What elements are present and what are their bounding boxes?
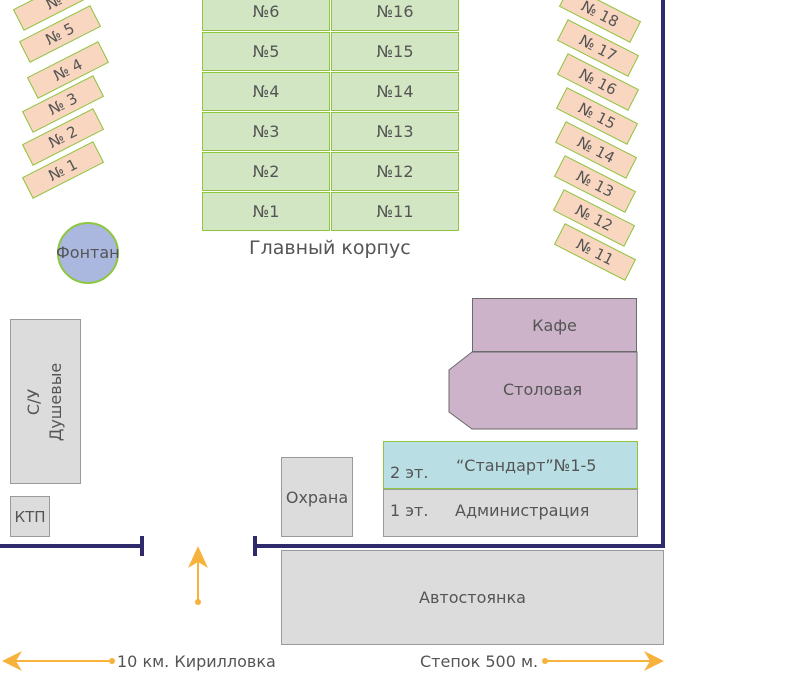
road-right-label: Степок 500 м. — [420, 652, 539, 671]
guard-post[interactable]: Охрана — [281, 457, 353, 537]
room-cell[interactable]: №3 — [202, 112, 330, 151]
cafe[interactable]: Кафе — [472, 298, 637, 352]
floor-2-label: 2 эт. — [390, 463, 429, 482]
admin-label: Администрация — [455, 501, 590, 520]
standard-floor[interactable]: 2 эт. “Стандарт”№1-5 — [383, 441, 638, 489]
room-cell[interactable]: №2 — [202, 152, 330, 191]
room-cell[interactable]: №11 — [331, 192, 459, 231]
wc-showers[interactable]: С/У Душевые — [10, 319, 81, 484]
room-cell[interactable]: №12 — [331, 152, 459, 191]
road-left-label: 10 км. Кирилловка — [117, 652, 276, 671]
main-building-caption: Главный корпус — [249, 237, 411, 259]
room-cell[interactable]: №6 — [202, 0, 330, 31]
dining-hall[interactable]: Столовая — [503, 380, 583, 399]
room-cell[interactable]: №1 — [202, 192, 330, 231]
room-cell[interactable]: №5 — [202, 32, 330, 71]
administration[interactable]: 1 эт. Администрация — [383, 489, 638, 537]
fountain-label[interactable]: Фонтан — [56, 243, 120, 262]
main-building: №6 №5 №4 №3 №2 №1 №16 №15 №14 №13 №12 №1… — [202, 0, 460, 233]
room-cell[interactable]: №14 — [331, 72, 459, 111]
room-cell[interactable]: №13 — [331, 112, 459, 151]
room-cell[interactable]: №4 — [202, 72, 330, 111]
wc-label: С/У — [24, 388, 44, 415]
floor-1-label: 1 эт. — [390, 501, 429, 520]
room-cell[interactable]: №16 — [331, 0, 459, 31]
standard-label: “Стандарт”№1-5 — [456, 456, 597, 475]
parking[interactable]: Автостоянка — [281, 550, 664, 645]
room-cell[interactable]: №15 — [331, 32, 459, 71]
showers-label: Душевые — [46, 362, 66, 441]
ktp-building[interactable]: КТП — [10, 496, 50, 537]
